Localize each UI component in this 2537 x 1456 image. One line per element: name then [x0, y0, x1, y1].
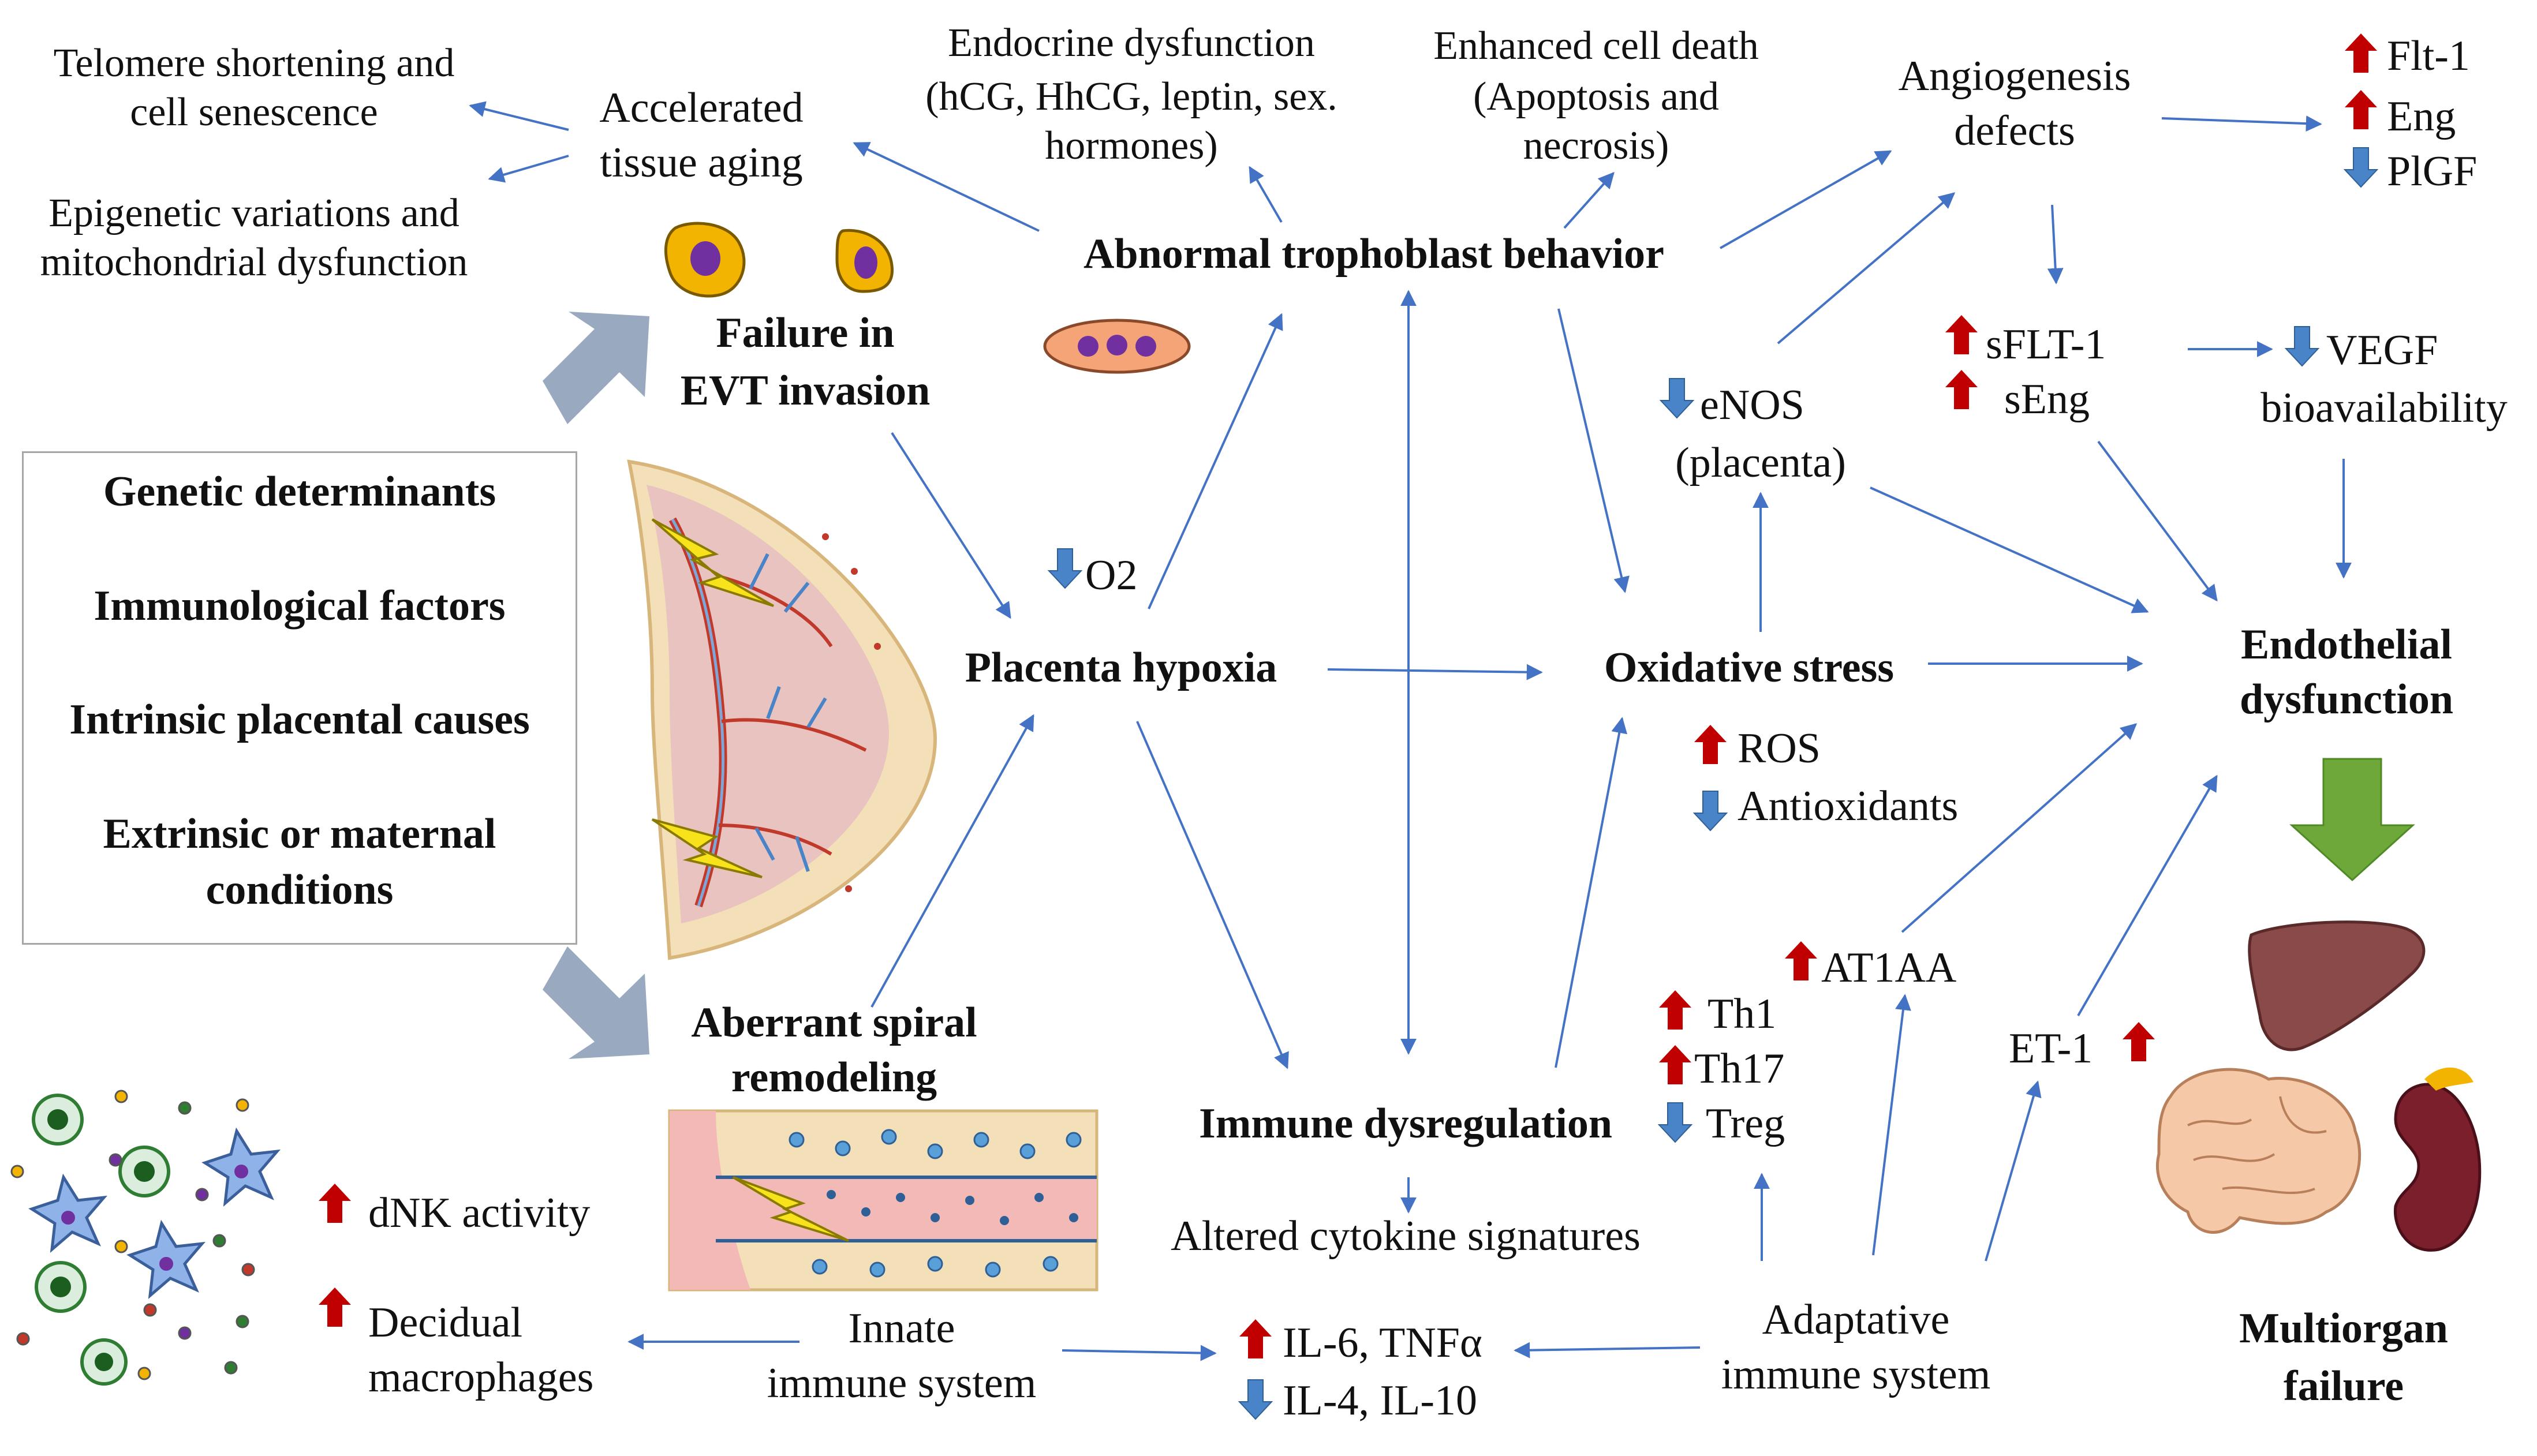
- endothelial-line1: Endothelial: [2241, 621, 2452, 668]
- telomere-line2: cell senescence: [130, 90, 378, 134]
- kidney-icon: [2393, 1067, 2482, 1252]
- antioxidants-label: Antioxidants: [1738, 783, 1959, 830]
- oxidative-label: Oxidative stress: [1604, 644, 1895, 691]
- hypoxia-label: Placenta hypoxia: [965, 644, 1277, 691]
- arrow-angio-sflt: [2047, 204, 2064, 285]
- cause-extrinsic-line1: Extrinsic or maternal: [103, 810, 496, 858]
- cytokine-label: Altered cytokine signatures: [1171, 1212, 1641, 1260]
- death-line3: necrosis): [1523, 123, 1669, 168]
- arrow-et1-endo: [2077, 774, 2218, 1017]
- trophoblast-cell-icon: [664, 222, 1191, 374]
- arrow-evt-hypoxia: [891, 432, 1011, 619]
- dnk-label: dNK activity: [368, 1189, 591, 1237]
- decidual-line2: macrophages: [368, 1354, 594, 1401]
- liver-icon: [2248, 920, 2426, 1051]
- il4-label: IL-4, IL-10: [1283, 1377, 1477, 1424]
- vegf-line2: bioavailability: [2260, 384, 2508, 432]
- at1aa-label: AT1AA: [1821, 944, 1957, 991]
- th17-label: Th17: [1694, 1045, 1785, 1092]
- flt1-label: Flt-1: [2387, 32, 2470, 80]
- endocrine-line3: hormones): [1045, 123, 1218, 168]
- death-line2: (Apoptosis and: [1473, 74, 1719, 119]
- sflt1-label: sFLT-1: [1986, 321, 2106, 368]
- cause-immunological: Immunological factors: [94, 582, 506, 630]
- et1-label: ET-1: [2009, 1025, 2093, 1072]
- cause-genetic: Genetic determinants: [103, 468, 496, 515]
- treg-label: Treg: [1706, 1100, 1785, 1147]
- il6-label: IL-6, TNFα: [1283, 1319, 1482, 1367]
- arrow-aging-epigenetic: [488, 155, 569, 183]
- arrow-troph-death: [1563, 171, 1615, 229]
- arrow-angio-flt: [2161, 115, 2322, 132]
- arrow-immune-ox: [1555, 717, 1628, 1068]
- big-arrow-to-spiral: [543, 946, 649, 1059]
- innate-line2: immune system: [767, 1360, 1037, 1407]
- telomere-line1: Telomere shortening and: [53, 41, 455, 85]
- cause-intrinsic: Intrinsic placental causes: [69, 696, 530, 743]
- immune-dys-label: Immune dysregulation: [1198, 1100, 1613, 1147]
- spiral-line2: remodeling: [731, 1054, 937, 1101]
- enos-line2: (placenta): [1675, 439, 1846, 486]
- arrow-adaptive-at1aa: [1872, 994, 1911, 1256]
- endothelial-line2: dysfunction: [2239, 676, 2454, 723]
- arrow-aging-telomere: [469, 101, 569, 131]
- arrow-hypoxia-ox: [1327, 664, 1543, 680]
- big-arrow-to-evt: [543, 312, 649, 424]
- spiral-line1: Aberrant spiral: [691, 999, 977, 1046]
- arrow-innate-il: [1062, 1345, 1217, 1361]
- arrow-troph-oxidative: [1557, 308, 1630, 593]
- big-arrow-to-multiorgan: [2289, 758, 2415, 882]
- enos-line1: eNOS: [1700, 381, 1804, 429]
- arrow-troph-angio: [1720, 150, 1892, 249]
- multiorgan-line1: Multiorgan: [2239, 1305, 2448, 1352]
- death-line1: Enhanced cell death: [1433, 24, 1759, 68]
- seng-label: sEng: [2004, 376, 2090, 423]
- eng-label: Eng: [2387, 93, 2456, 140]
- decidual-line1: Decidual: [368, 1299, 523, 1346]
- arrow-adaptive-et1: [1985, 1080, 2042, 1262]
- trophoblast-label: Abnormal trophoblast behavior: [1083, 230, 1664, 278]
- vegf-line1: VEGF: [2326, 327, 2438, 374]
- arrow-sflt-endo: [2097, 440, 2218, 602]
- arrow-enos-angio: [1777, 192, 1956, 345]
- angio-line2: defects: [1954, 107, 2075, 155]
- th1-label: Th1: [1707, 990, 1777, 1038]
- aging-line2: tissue aging: [600, 139, 803, 186]
- causes-box: [22, 451, 577, 945]
- brain-icon: [2155, 1068, 2362, 1234]
- arrow-adaptive-il: [1514, 1342, 1701, 1358]
- endocrine-line1: Endocrine dysfunction: [948, 21, 1315, 65]
- arrow-troph-aging: [853, 142, 1040, 232]
- cause-extrinsic-line2: conditions: [205, 866, 394, 914]
- adaptive-line1: Adaptative: [1762, 1296, 1950, 1343]
- placenta-illustration: [627, 459, 937, 960]
- ros-label: ROS: [1738, 725, 1821, 772]
- arrow-spiral-hypoxia: [870, 714, 1034, 1008]
- arrow-troph-endocrine: [1249, 166, 1283, 223]
- multiorgan-line2: failure: [2283, 1363, 2404, 1410]
- plgf-label: PlGF: [2387, 148, 2478, 195]
- angio-line1: Angiogenesis: [1898, 53, 2131, 100]
- epigenetic-line2: mitochondrial dysfunction: [40, 240, 468, 285]
- adaptive-line2: immune system: [1721, 1351, 1991, 1398]
- evt-line1: Failure in: [716, 309, 895, 357]
- o2-label: O2: [1085, 552, 1138, 599]
- arrow-hypoxia-troph: [1148, 313, 1283, 609]
- immune-cells-illustration: [10, 1090, 281, 1386]
- aging-line1: Accelerated: [599, 84, 804, 132]
- arrow-hypoxia-immune: [1136, 721, 1289, 1069]
- endocrine-line2: (hCG, HhCG, leptin, sex.: [925, 74, 1337, 119]
- arrow-enos-endo: [1870, 486, 2149, 613]
- evt-line2: EVT invasion: [680, 367, 931, 414]
- spiral-artery-illustration: [668, 1109, 1099, 1292]
- arrow-th-endo: [1901, 723, 2138, 933]
- epigenetic-line1: Epigenetic variations and: [48, 191, 459, 235]
- innate-line1: Innate: [848, 1305, 955, 1352]
